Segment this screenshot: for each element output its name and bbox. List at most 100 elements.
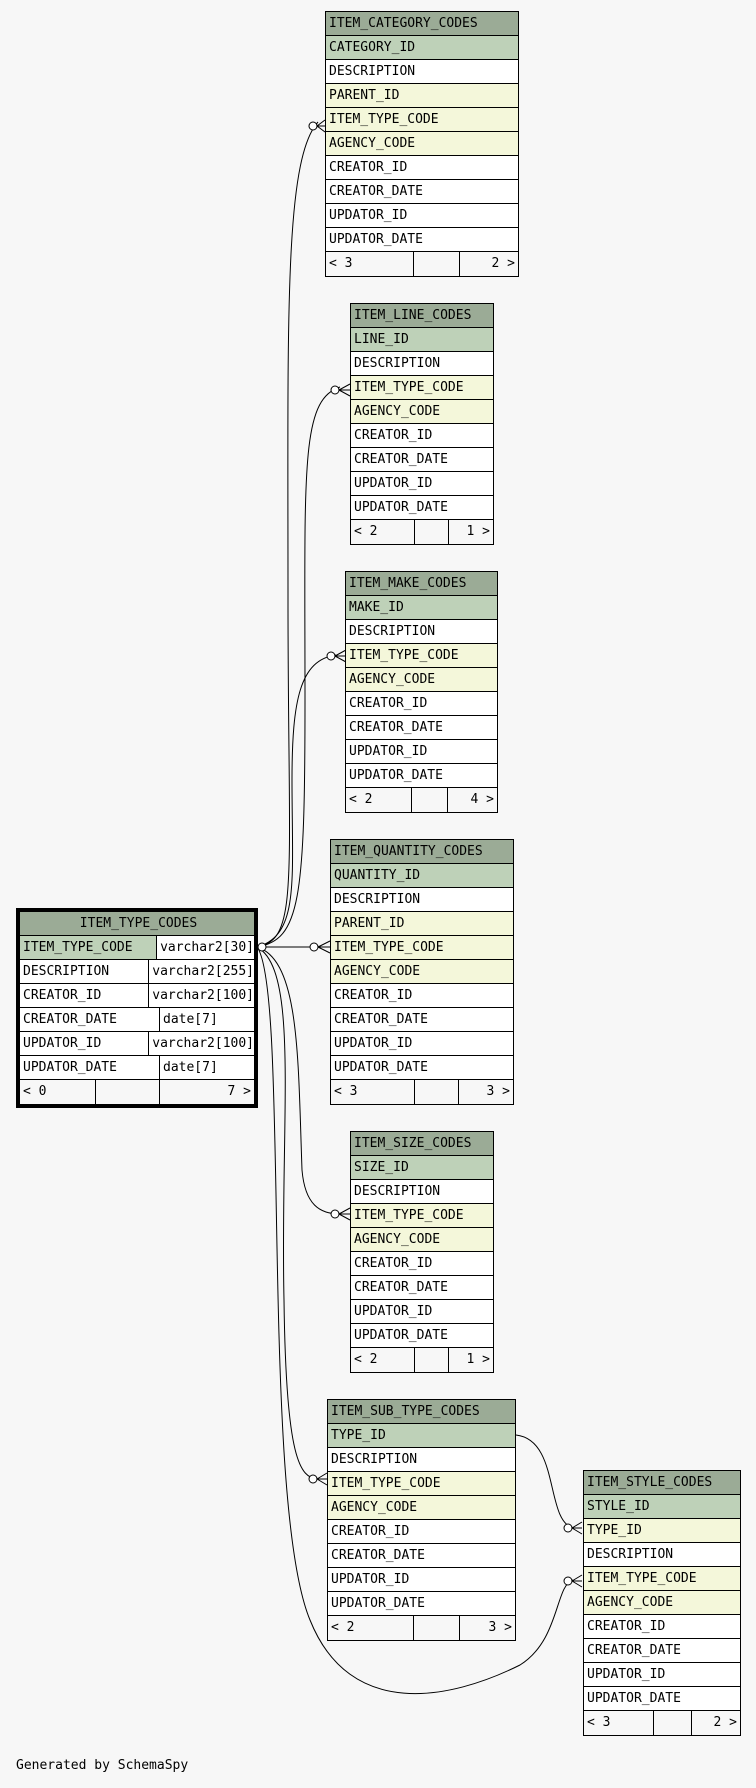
footer-spacer xyxy=(412,788,448,812)
footer-parents: < 2 xyxy=(351,520,415,544)
table-footer: < 2 1 > xyxy=(351,520,493,544)
footer-parents: < 2 xyxy=(346,788,412,812)
footer-children: 2 > xyxy=(713,1715,737,1730)
edge-subtype xyxy=(256,946,319,1480)
table-item-quantity-codes[interactable]: ITEM_QUANTITY_CODES QUANTITY_ID DESCRIPT… xyxy=(330,839,514,1105)
crowfoot xyxy=(338,1207,351,1221)
column-row: ITEM_TYPE_CODE xyxy=(328,1472,515,1496)
column-row: DESCRIPTION xyxy=(351,352,493,376)
column-row: AGENCY_CODE xyxy=(328,1496,515,1520)
column-row: UPDATOR_DATE xyxy=(351,496,493,520)
crowfoot xyxy=(317,940,331,954)
column-type: varchar2[100] xyxy=(152,1036,254,1051)
column-row: ITEM_TYPE_CODE xyxy=(584,1567,740,1591)
table-footer: < 3 2 > xyxy=(584,1711,740,1735)
crowfoot xyxy=(316,1472,328,1486)
column-row: AGENCY_CODE xyxy=(351,400,493,424)
column-row: CREATOR_ID varchar2[100] xyxy=(20,984,254,1008)
footer-children: 3 > xyxy=(488,1620,512,1635)
table-footer: < 2 4 > xyxy=(346,788,497,812)
column-row: UPDATOR_DATE xyxy=(328,1592,515,1616)
generated-by-label: Generated by SchemaSpy xyxy=(16,1758,189,1773)
column-row: ITEM_TYPE_CODE xyxy=(351,1204,493,1228)
table-title: ITEM_MAKE_CODES xyxy=(346,572,497,596)
footer-spacer xyxy=(414,252,460,276)
footer-children: 3 > xyxy=(486,1084,510,1099)
column-row: UPDATOR_ID varchar2[100] xyxy=(20,1032,254,1056)
column-row: CREATOR_ID xyxy=(331,984,513,1008)
table-item-style-codes[interactable]: ITEM_STYLE_CODES STYLE_ID TYPE_ID DESCRI… xyxy=(583,1470,741,1736)
column-name: DESCRIPTION xyxy=(20,960,150,983)
column-row: AGENCY_CODE xyxy=(331,960,513,984)
footer-spacer xyxy=(415,1080,459,1104)
column-row: DESCRIPTION xyxy=(326,60,518,84)
table-footer: < 2 1 > xyxy=(351,1348,493,1372)
column-row: CREATOR_ID xyxy=(326,156,518,180)
footer-parents: < 3 xyxy=(326,252,414,276)
table-item-make-codes[interactable]: ITEM_MAKE_CODES MAKE_ID DESCRIPTION ITEM… xyxy=(345,571,498,813)
footer-children: 1 > xyxy=(466,1352,490,1367)
column-row: ITEM_TYPE_CODE xyxy=(351,376,493,400)
table-item-size-codes[interactable]: ITEM_SIZE_CODES SIZE_ID DESCRIPTION ITEM… xyxy=(350,1131,494,1373)
edge-make xyxy=(256,654,337,948)
crowfoot xyxy=(316,119,326,133)
table-footer: < 0 7 > xyxy=(20,1080,254,1104)
edge-end-circle xyxy=(326,651,336,661)
table-item-sub-type-codes[interactable]: ITEM_SUB_TYPE_CODES TYPE_ID DESCRIPTION … xyxy=(327,1399,516,1641)
footer-children: 2 > xyxy=(491,256,515,271)
column-row: UPDATOR_DATE xyxy=(584,1687,740,1711)
column-row: ITEM_TYPE_CODE xyxy=(326,108,518,132)
table-title: ITEM_TYPE_CODES xyxy=(20,912,254,936)
crowfoot xyxy=(571,1574,583,1588)
column-row: UPDATOR_DATE xyxy=(351,1324,493,1348)
column-row: CREATOR_DATE xyxy=(351,1276,493,1300)
column-row: STYLE_ID xyxy=(584,1495,740,1519)
edge-end-circle xyxy=(330,385,340,395)
table-title: ITEM_STYLE_CODES xyxy=(584,1471,740,1495)
table-title: ITEM_CATEGORY_CODES xyxy=(326,12,518,36)
column-row: ITEM_TYPE_CODE varchar2[30] xyxy=(20,936,254,960)
column-row: UPDATOR_ID xyxy=(346,740,497,764)
footer-parents: < 3 xyxy=(584,1711,654,1735)
footer-parents: < 3 xyxy=(331,1080,415,1104)
edge-end-circle xyxy=(308,1474,318,1484)
column-row: ITEM_TYPE_CODE xyxy=(331,936,513,960)
column-row: CATEGORY_ID xyxy=(326,36,518,60)
column-row: UPDATOR_ID xyxy=(351,472,493,496)
edge-end-circle xyxy=(563,1576,573,1586)
column-row: UPDATOR_ID xyxy=(351,1300,493,1324)
column-name: UPDATOR_ID xyxy=(20,1032,150,1055)
column-type: date[7] xyxy=(163,1060,218,1075)
table-item-category-codes[interactable]: ITEM_CATEGORY_CODES CATEGORY_ID DESCRIPT… xyxy=(325,11,519,277)
footer-spacer xyxy=(415,520,449,544)
table-title: ITEM_SIZE_CODES xyxy=(351,1132,493,1156)
column-row: DESCRIPTION xyxy=(346,620,497,644)
column-row: AGENCY_CODE xyxy=(326,132,518,156)
edge-category xyxy=(256,121,319,948)
column-row: CREATOR_ID xyxy=(584,1615,740,1639)
table-title: ITEM_LINE_CODES xyxy=(351,304,493,328)
table-item-type-codes[interactable]: ITEM_TYPE_CODES ITEM_TYPE_CODE varchar2[… xyxy=(16,908,258,1108)
footer-spacer xyxy=(414,1616,460,1640)
column-row: MAKE_ID xyxy=(346,596,497,620)
column-row: SIZE_ID xyxy=(351,1156,493,1180)
edge-start-circle xyxy=(257,942,267,952)
column-type: varchar2[30] xyxy=(157,936,254,959)
column-row: CREATOR_DATE xyxy=(351,448,493,472)
edge-line xyxy=(256,386,341,948)
column-row: UPDATOR_DATE xyxy=(346,764,497,788)
column-row: DESCRIPTION xyxy=(351,1180,493,1204)
footer-parents: < 0 xyxy=(20,1080,96,1104)
table-item-line-codes[interactable]: ITEM_LINE_CODES LINE_ID DESCRIPTION ITEM… xyxy=(350,303,494,545)
column-row: QUANTITY_ID xyxy=(331,864,513,888)
column-row: DESCRIPTION xyxy=(331,888,513,912)
column-row: CREATOR_DATE xyxy=(584,1639,740,1663)
column-row: DESCRIPTION xyxy=(584,1543,740,1567)
column-type: date[7] xyxy=(163,1012,218,1027)
table-footer: < 2 3 > xyxy=(328,1616,515,1640)
column-row: CREATOR_ID xyxy=(351,424,493,448)
table-footer: < 3 3 > xyxy=(331,1080,513,1104)
column-row: CREATOR_DATE xyxy=(328,1544,515,1568)
column-row: CREATOR_ID xyxy=(351,1252,493,1276)
